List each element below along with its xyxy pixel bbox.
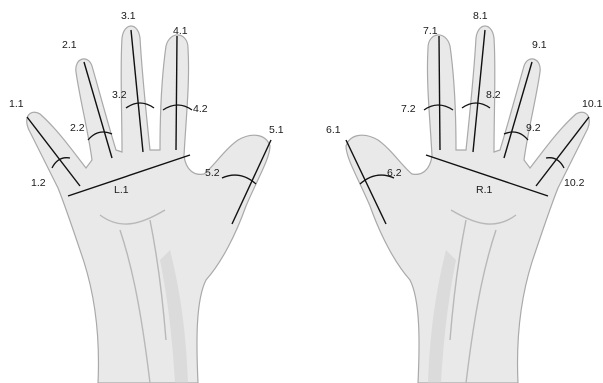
label-5-1: 5.1 [269, 124, 284, 136]
label-2-2: 2.2 [70, 122, 85, 134]
label-1-1: 1.1 [9, 98, 24, 110]
label-1-2: 1.2 [31, 177, 46, 189]
label-10-1: 10.1 [582, 98, 603, 110]
label-4-2: 4.2 [193, 103, 208, 115]
label-8-1: 8.1 [473, 10, 488, 22]
measure-line-4 [176, 36, 177, 150]
label-9-1: 9.1 [532, 39, 547, 51]
label-10-2: 10.2 [564, 177, 585, 189]
left-hand-illustration [27, 26, 270, 383]
label-R1: R.1 [476, 184, 493, 196]
label-7-2: 7.2 [401, 103, 416, 115]
label-3-2: 3.2 [112, 89, 127, 101]
label-8-2: 8.2 [486, 89, 501, 101]
label-3-1: 3.1 [121, 10, 136, 22]
label-L1: L.1 [114, 184, 129, 196]
label-4-1: 4.1 [173, 25, 188, 37]
right-hand-illustration [346, 26, 589, 383]
label-9-2: 9.2 [526, 122, 541, 134]
label-7-1: 7.1 [423, 25, 438, 37]
label-2-1: 2.1 [62, 39, 77, 51]
measure-line-7 [439, 36, 440, 150]
label-6-1: 6.1 [326, 124, 341, 136]
label-6-2: 6.2 [387, 167, 402, 179]
label-5-2: 5.2 [205, 167, 220, 179]
